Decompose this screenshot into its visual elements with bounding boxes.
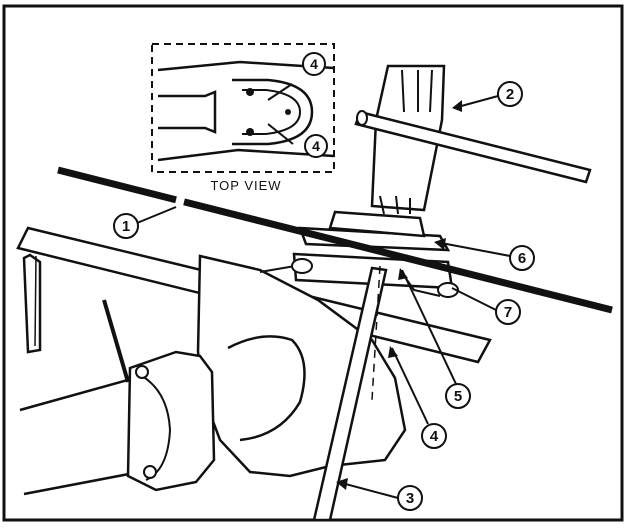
leader-3 <box>337 481 399 499</box>
axle-flange <box>126 350 216 492</box>
callout-7 <box>495 299 521 325</box>
housing-contour <box>227 335 306 442</box>
axle-tube-top <box>19 376 136 412</box>
pointer-rod-3 <box>312 266 388 522</box>
leader-5 <box>401 269 457 385</box>
inset-u-bolt-outer <box>232 78 314 146</box>
leader-4 <box>391 347 429 425</box>
brake-rod <box>102 299 130 383</box>
frame-hanger <box>22 253 42 354</box>
callout-6 <box>509 245 535 271</box>
frame-hanger-edge <box>34 255 37 347</box>
inset-callout-4-lower <box>304 134 328 158</box>
callout-2-label: 2 <box>506 86 514 103</box>
callout-3-label: 3 <box>406 490 414 507</box>
callouts: 1 2 3 4 5 6 7 <box>113 81 535 511</box>
callout-3 <box>397 485 423 511</box>
inset-callout-4-upper-label: 4 <box>310 56 318 72</box>
arrowhead-2 <box>452 100 462 112</box>
inset-leader-lower <box>267 123 294 145</box>
callout-6-label: 6 <box>518 250 526 267</box>
callout-1 <box>113 213 139 239</box>
inset-bolt-head-lower <box>246 128 254 136</box>
flange-bolt-upper <box>135 365 149 379</box>
straightedge-1 <box>57 166 613 314</box>
tool-handle-end <box>356 110 368 126</box>
inset-bolt-center <box>285 109 291 115</box>
callout-2 <box>497 81 523 107</box>
top-view-inset: 4 4 TOP VIEW <box>151 43 335 193</box>
leader-6 <box>435 241 511 257</box>
inset-callout-4-upper <box>302 52 326 76</box>
flange-curve <box>141 375 172 481</box>
tool-slot-1 <box>401 69 405 113</box>
flange-bolt-lower <box>143 465 157 479</box>
special-tool <box>354 64 592 215</box>
callout-4-label: 4 <box>430 428 439 445</box>
inset-leader-upper <box>267 83 293 101</box>
callout-5-label: 5 <box>454 388 462 405</box>
tool-slot-3 <box>429 69 433 113</box>
callout-7-label: 7 <box>504 304 512 321</box>
inset-bolt-head-upper <box>246 88 254 96</box>
arrowhead-5 <box>398 268 408 280</box>
nut-left <box>291 258 313 274</box>
inset-callout-4-lower-label: 4 <box>312 138 320 154</box>
callout-4 <box>421 423 447 449</box>
arrowhead-6 <box>434 238 446 250</box>
tool-fingers <box>379 195 411 215</box>
inset-rail-bottom <box>157 148 335 162</box>
inset-caption: TOP VIEW <box>210 178 281 193</box>
leader-7 <box>451 287 497 311</box>
arrowhead-4 <box>388 346 398 358</box>
callout-1-label: 1 <box>122 218 130 235</box>
arrowhead-3 <box>336 478 348 490</box>
leader-1 <box>136 206 177 224</box>
straightedge-break <box>174 195 186 207</box>
tool-base <box>328 210 426 238</box>
inset-axle-tube <box>158 90 217 134</box>
callout-5 <box>445 383 471 409</box>
